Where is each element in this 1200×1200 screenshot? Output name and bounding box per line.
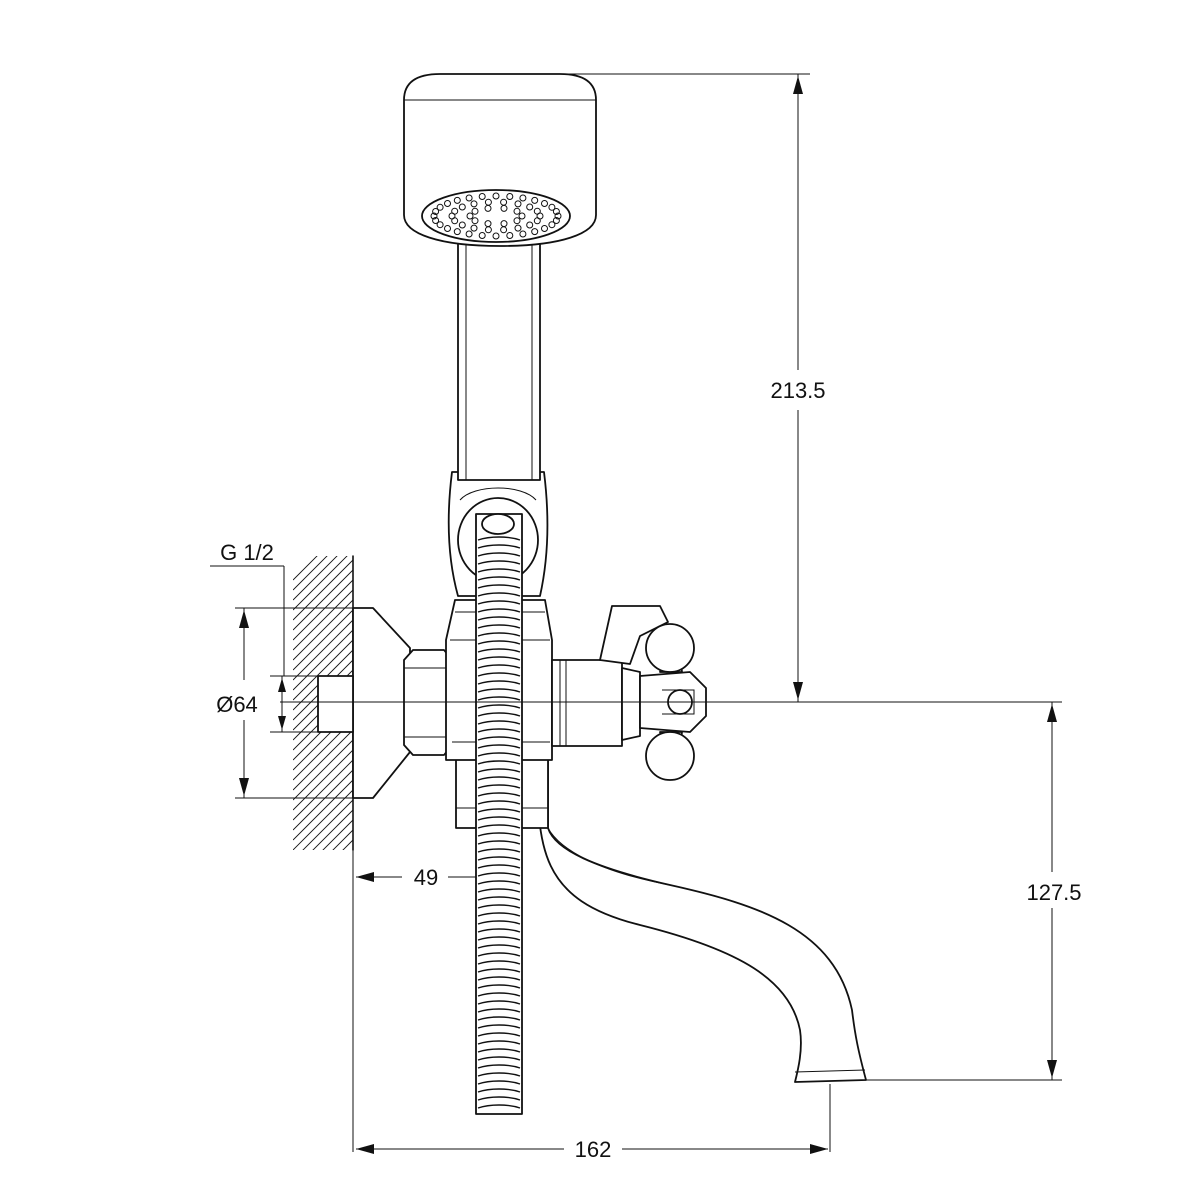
diverter-lever	[599, 605, 669, 665]
spout	[536, 751, 867, 1083]
inlet-pipe	[317, 675, 354, 733]
shower-hose	[475, 513, 523, 1115]
label-height-total: 213.5	[770, 378, 825, 403]
label-height-spout: 127.5	[1026, 880, 1081, 905]
dim-height-spout: 127.5	[860, 702, 1082, 1081]
wall-section	[293, 555, 354, 851]
handshower	[403, 73, 597, 481]
spray-face	[421, 189, 571, 243]
wall-flange	[352, 607, 411, 799]
label-wall-offset: 49	[414, 865, 438, 890]
label-spout-reach: 162	[575, 1137, 612, 1162]
label-diameter: Ø64	[216, 692, 258, 717]
dim-thread: G 1/2	[210, 540, 285, 676]
dim-spout-reach: 162	[356, 1084, 831, 1162]
dim-height-total: 213.5	[560, 73, 826, 702]
label-thread: G 1/2	[220, 540, 274, 565]
dim-wall-offset: 49	[352, 850, 476, 1152]
dim-diameter: Ø64	[216, 607, 353, 799]
